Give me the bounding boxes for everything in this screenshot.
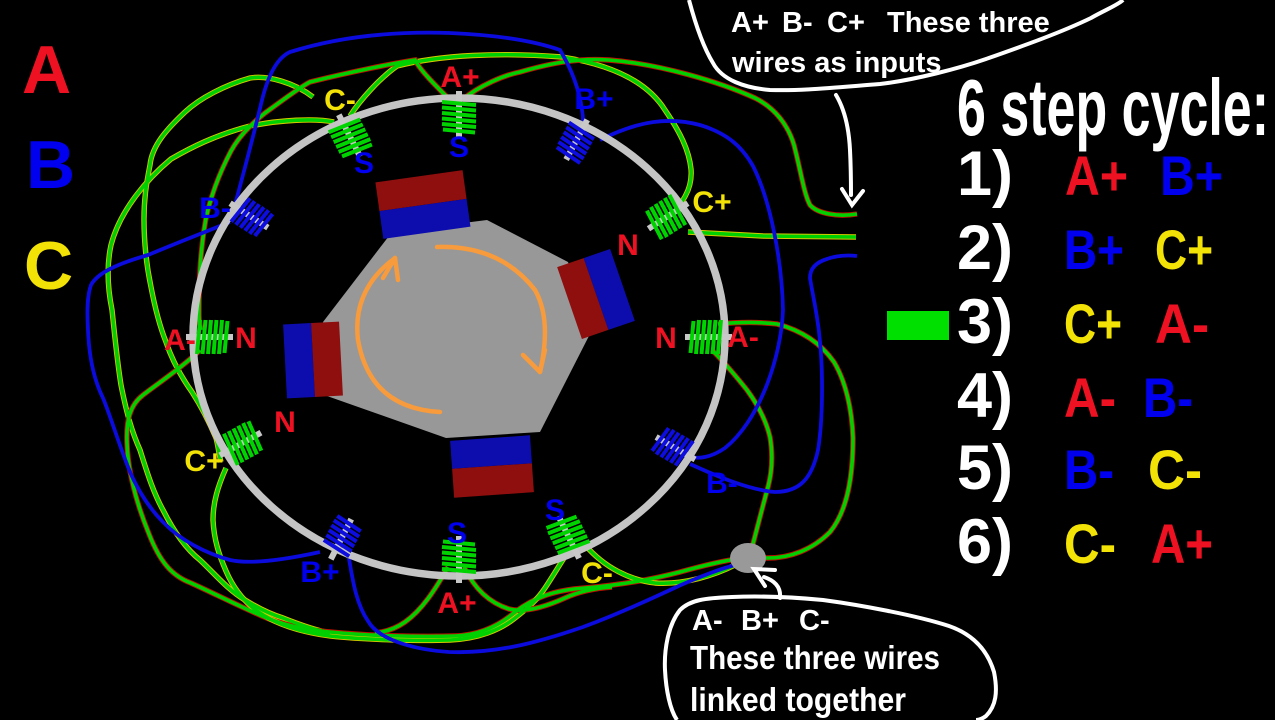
- svg-text:A+: A+: [440, 61, 479, 94]
- svg-text:C: C: [24, 228, 73, 304]
- svg-text:N: N: [274, 406, 296, 439]
- svg-text:C-: C-: [581, 557, 613, 590]
- svg-text:S: S: [447, 517, 467, 550]
- svg-text:C+: C+: [1155, 218, 1213, 281]
- svg-text:C+: C+: [184, 445, 223, 478]
- svg-text:A+: A+: [1065, 144, 1128, 207]
- svg-text:6): 6): [957, 507, 1013, 577]
- svg-text:N: N: [655, 322, 677, 355]
- svg-text:A-: A-: [164, 324, 196, 357]
- svg-text:B-: B-: [1143, 366, 1193, 429]
- svg-text:6 step cycle:: 6 step cycle:: [957, 63, 1269, 152]
- svg-text:3): 3): [957, 287, 1013, 357]
- svg-text:S: S: [449, 131, 469, 164]
- svg-text:wires as inputs: wires as inputs: [731, 47, 942, 79]
- svg-text:B: B: [26, 127, 75, 203]
- svg-text:A-: A-: [1064, 366, 1116, 429]
- svg-text:A-: A-: [1155, 292, 1209, 355]
- svg-text:1): 1): [957, 139, 1013, 209]
- svg-text:linked together: linked together: [690, 681, 906, 718]
- svg-text:A-: A-: [727, 321, 759, 354]
- svg-text:B+: B+: [1160, 144, 1223, 207]
- svg-text:B-: B-: [199, 192, 231, 225]
- svg-text:A+: A+: [437, 587, 476, 620]
- svg-text:B-: B-: [706, 467, 738, 500]
- svg-text:C-: C-: [1064, 512, 1116, 575]
- svg-text:These three wires: These three wires: [690, 639, 940, 676]
- svg-text:5): 5): [957, 433, 1013, 503]
- svg-text:N: N: [617, 229, 639, 262]
- svg-text:N: N: [235, 322, 257, 355]
- svg-text:B-: B-: [1064, 438, 1114, 501]
- svg-text:C+: C+: [692, 186, 731, 219]
- svg-text:A+: A+: [1151, 512, 1213, 575]
- svg-text:B+: B+: [1064, 218, 1124, 281]
- svg-text:B+: B+: [300, 556, 339, 589]
- svg-text:C-: C-: [1148, 438, 1202, 501]
- svg-text:S: S: [354, 147, 374, 180]
- svg-text:C-: C-: [324, 84, 356, 117]
- svg-text:B+: B+: [574, 83, 613, 116]
- svg-text:4): 4): [957, 361, 1013, 431]
- svg-text:2): 2): [957, 213, 1013, 283]
- svg-text:S: S: [545, 494, 565, 527]
- svg-text:A+B-C+These three: A+B-C+These three: [731, 7, 1050, 39]
- svg-text:A: A: [22, 32, 71, 108]
- svg-text:C+: C+: [1064, 292, 1122, 355]
- svg-text:A-B+C-: A-B+C-: [692, 605, 830, 637]
